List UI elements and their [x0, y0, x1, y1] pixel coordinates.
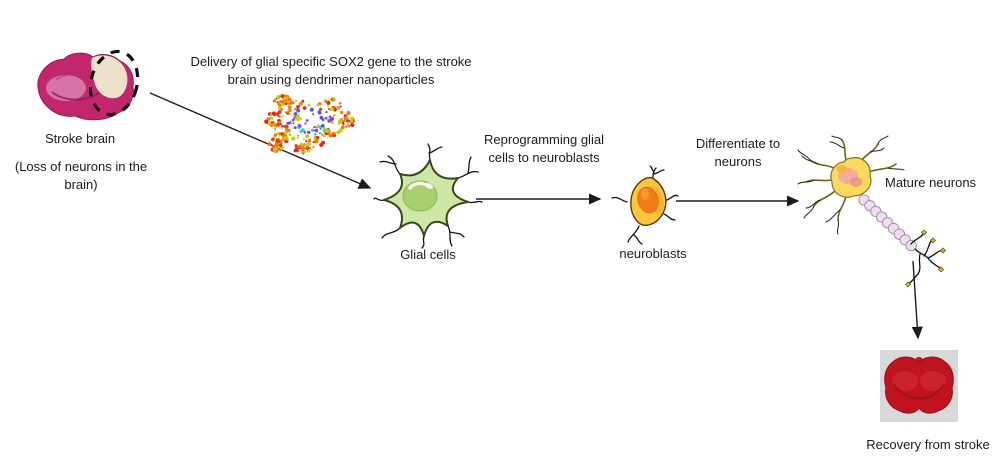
infarct-region: [91, 55, 128, 99]
neuron-dendrite: [813, 189, 837, 207]
neuroblast-nucleus-highlight: [641, 188, 649, 200]
brain-inner-texture: [46, 75, 86, 101]
glial-process: [449, 231, 465, 238]
stroke-brain-sublabel: (Loss of neurons in the brain): [0, 158, 162, 194]
neuron-dendrite: [829, 141, 845, 149]
dendrimer-dots: [264, 93, 356, 155]
axon-terminal: [923, 239, 934, 257]
glial-process: [373, 197, 385, 202]
differentiate-caption: Differentiate to neurons: [672, 135, 804, 171]
delivery-caption-line1: Delivery of glial specific SOX2 gene to …: [190, 54, 472, 69]
brain-sulcus: [51, 91, 101, 101]
glial-process: [387, 155, 401, 175]
neuroblasts-label: neuroblasts: [603, 245, 703, 263]
neuron-dendrite: [797, 179, 815, 185]
differentiate-caption-line2: neurons: [714, 153, 762, 169]
recovered-brain-tissue: [884, 356, 954, 414]
mature-neurons-label: Mature neurons: [885, 174, 995, 192]
axon-terminal: [910, 231, 925, 245]
glial-process: [381, 227, 401, 239]
mature-neuron-image: [797, 135, 946, 288]
axon-terminal: [927, 257, 942, 270]
stroke-brain-sublabel-line2: brain): [64, 176, 98, 192]
neuron-dendrite: [825, 209, 841, 223]
neuroblast-process: [652, 169, 665, 175]
neuron-dendrite: [805, 179, 833, 183]
axon-terminal: [907, 273, 919, 285]
neuroblast-process: [649, 165, 655, 173]
stroke-brain-label-text: Stroke brain: [44, 131, 116, 146]
neuron-dendrite: [801, 155, 819, 165]
brain-lobe-highlight: [920, 371, 946, 391]
neuron-dendrite: [841, 139, 847, 161]
neuron-dendrite: [869, 147, 885, 153]
stroke-brain-label: Stroke brain: [10, 130, 150, 148]
glial-process: [467, 156, 472, 174]
reprogramming-caption-line1: Reprogramming glial: [484, 132, 604, 147]
stroke-brain-image: [37, 49, 140, 121]
neuron-dendrite: [867, 163, 897, 173]
neuron-dendrite: [803, 205, 815, 219]
infarct-dashed-circle: [88, 49, 140, 117]
mature-neurons-label-text: Mature neurons: [885, 175, 977, 190]
axon-terminal: [914, 248, 929, 259]
delivery-caption: Delivery of glial specific SOX2 gene to …: [181, 53, 481, 89]
neuron-dendrite: [831, 135, 843, 141]
recovered-brain-section: [884, 356, 954, 414]
neuroblast-process: [627, 225, 640, 243]
stroke-brain-sublabel-line1: (Loss of neurons in the: [14, 159, 148, 174]
neuron-dendrite: [837, 195, 847, 221]
terminal-bouton: [938, 266, 944, 273]
recovery-label-text: Recovery from stroke: [866, 437, 990, 452]
brain-lobe-highlight: [892, 371, 918, 391]
neuron-dendrite: [877, 135, 889, 145]
glial-process: [447, 225, 453, 247]
neuroblast-process: [666, 194, 679, 201]
neuron-dendrite: [887, 167, 905, 171]
glial-process: [467, 200, 483, 204]
glial-process: [427, 143, 431, 161]
myelin-sheath-segment: [905, 239, 917, 252]
reprogramming-caption-line2: cells to neuroblasts: [488, 149, 600, 165]
neuroblast-process: [663, 213, 676, 221]
neuron-soma-patch: [837, 165, 847, 173]
differentiate-caption-line1: Differentiate to: [695, 136, 781, 151]
neuron-nucleus-patch: [850, 177, 862, 187]
terminal-bouton: [940, 247, 946, 254]
recovery-label: Recovery from stroke: [853, 436, 1000, 454]
neuroblast-process: [633, 234, 643, 245]
axon-terminal: [927, 249, 944, 259]
terminal-bouton: [921, 229, 927, 236]
dendrimer-nanoparticle-image: [264, 93, 356, 155]
neuroblasts-label-text: neuroblasts: [619, 246, 687, 261]
neuroblast-image: [611, 165, 679, 245]
neuron-dendrite: [809, 159, 835, 169]
glial-cell-image: [373, 143, 483, 249]
neuroblast-process: [611, 196, 628, 203]
nucleus-highlight-dot: [424, 183, 434, 189]
neuron-dendrite: [797, 149, 811, 161]
neuron-dendrite: [836, 219, 840, 235]
glial-process: [428, 146, 443, 154]
glial-cells-label-text: Glial cells: [400, 247, 456, 262]
recovery-brain-image: [880, 350, 958, 422]
brain-fold-line: [892, 383, 946, 400]
axon-terminal: [917, 253, 921, 275]
nucleus-highlight: [408, 181, 426, 190]
glial-cells-label: Glial cells: [378, 246, 478, 264]
reprogramming-caption: Reprogramming glial cells to neuroblasts: [468, 131, 620, 167]
glial-process: [421, 235, 425, 249]
delivery-caption-line2: brain using dendrimer nanoparticles: [227, 71, 435, 87]
terminal-bouton: [930, 237, 936, 244]
neuron-dendrite: [805, 199, 821, 209]
glial-process: [379, 160, 397, 165]
terminal-bouton: [905, 281, 911, 288]
